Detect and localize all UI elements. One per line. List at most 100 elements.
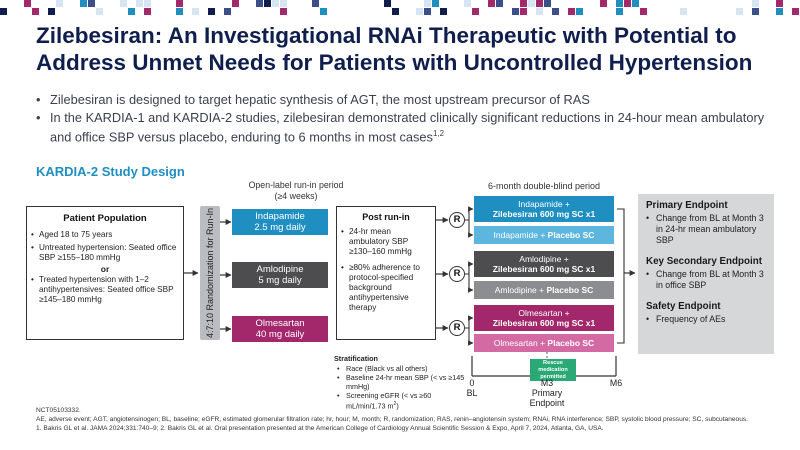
citation-sup: 1,2 xyxy=(432,129,445,138)
strat-item: Race (Black vs all others) xyxy=(334,364,469,373)
pixel-square xyxy=(776,0,783,7)
pixel-square xyxy=(144,8,151,15)
endpoint-item: Change from BL at Month 3 in office SBP xyxy=(646,269,766,291)
pixel-square xyxy=(224,0,231,7)
stratification-heading: Stratification xyxy=(334,354,378,363)
pixel-square xyxy=(280,0,287,7)
title-line-1: Zilebesiran: An Investigational RNAi The… xyxy=(36,23,737,48)
pixel-square xyxy=(752,8,759,15)
pixel-square xyxy=(216,8,223,15)
population-heading: Patient Population xyxy=(63,213,147,224)
pixel-square xyxy=(264,0,271,7)
pixel-square xyxy=(416,8,423,15)
endpoint-item: Frequency of AEs xyxy=(646,314,766,325)
pixel-square xyxy=(528,0,535,7)
bullet-item: Zilebesiran is designed to target hepati… xyxy=(36,92,776,108)
pixel-square xyxy=(736,8,743,15)
pixel-square xyxy=(544,0,551,7)
pixel-square xyxy=(192,8,199,15)
arm-amlodipine-placebo: Amlodipine + Placebo SC xyxy=(474,281,614,299)
criteria-item: Untreated hypertension: Seated office SB… xyxy=(27,243,183,263)
pixel-square xyxy=(616,0,623,7)
pixel-square xyxy=(744,8,751,15)
runin-drug-indapamide: Indapamide 2.5 mg daily xyxy=(232,209,328,235)
pixel-square xyxy=(616,8,623,15)
title-line-2: Address Unmet Needs for Patients with Un… xyxy=(36,50,753,75)
pixel-square xyxy=(208,8,215,15)
pixel-square xyxy=(56,0,63,7)
post-runin-heading: Post run-in xyxy=(362,212,410,222)
pixel-square xyxy=(432,0,439,7)
pixel-square xyxy=(488,0,495,7)
arm-indapamide-zilebesiran: Indapamide + Zilebesiran 600 mg SC x1 xyxy=(474,196,614,222)
rescue-medication-badge: Rescue medication permitted xyxy=(530,359,576,381)
pixel-square xyxy=(48,8,55,15)
endpoints-panel: Primary Endpoint Change from BL at Month… xyxy=(638,194,774,354)
pixel-square xyxy=(296,0,303,7)
pixel-square xyxy=(280,8,287,15)
timeline-baseline: 0 BL xyxy=(466,378,478,398)
pixel-square xyxy=(640,8,647,15)
bullet-item: In the KARDIA-1 and KARDIA-2 studies, zi… xyxy=(36,110,776,145)
pixel-square xyxy=(128,8,135,15)
pixel-square xyxy=(272,0,279,7)
pixel-square xyxy=(176,0,183,7)
slide-title: Zilebesiran: An Investigational RNAi The… xyxy=(36,22,776,76)
strat-item: Baseline 24-hr mean SBP (< vs ≥145 mmHg) xyxy=(334,373,469,391)
post-runin-criteria: 24-hr mean ambulatory SBP ≥130–160 mmHg … xyxy=(337,227,435,313)
pixel-square xyxy=(504,0,511,7)
pixel-square xyxy=(256,0,263,7)
randomization-node: R xyxy=(449,320,465,336)
pixel-square xyxy=(344,0,351,7)
endpoint-heading: Safety Endpoint xyxy=(646,301,721,312)
pixel-square xyxy=(80,0,87,7)
pixel-square xyxy=(312,8,319,15)
pixel-square xyxy=(512,8,519,15)
pixel-square xyxy=(24,0,31,7)
criteria-item: Aged 18 to 75 years xyxy=(27,230,183,240)
intro-bullets: Zilebesiran is designed to target hepati… xyxy=(36,92,776,147)
pixel-square xyxy=(600,0,607,7)
stratification-block: Stratification Race (Black vs all others… xyxy=(334,354,469,410)
pixel-square xyxy=(224,8,231,15)
post-runin-box: Post run-in 24-hr mean ambulatory SBP ≥1… xyxy=(336,206,436,340)
pixel-square xyxy=(424,8,431,15)
pixel-square xyxy=(496,0,503,7)
pixel-square xyxy=(176,8,183,15)
pixel-square xyxy=(680,8,687,15)
trial-id: NCT05103332. xyxy=(36,407,81,414)
pixel-square xyxy=(624,0,631,7)
pixel-square xyxy=(88,0,95,7)
pixel-square xyxy=(576,8,583,15)
pixel-square xyxy=(568,8,575,15)
pixel-square xyxy=(312,0,319,7)
population-criteria: Aged 18 to 75 years Untreated hypertensi… xyxy=(27,230,183,305)
pixel-square xyxy=(320,8,327,15)
pixel-square xyxy=(520,8,527,15)
pixel-square xyxy=(144,0,151,7)
pixel-square xyxy=(688,0,695,7)
pixel-square xyxy=(552,8,559,15)
timeline-month3: M3 Primary Endpoint xyxy=(529,378,565,408)
randomization-bar: 4:7:10 Randomization for Run-In xyxy=(200,206,220,340)
header-pixel-band xyxy=(0,0,799,15)
timeline-month6: M6 xyxy=(609,378,623,388)
randomization-node: R xyxy=(449,266,465,282)
footnotes: NCT05103332. AE, adverse event; AGT, ang… xyxy=(36,406,776,433)
pixel-square xyxy=(64,8,71,15)
endpoint-item: Change from BL at Month 3 in 24-hr mean … xyxy=(646,213,766,246)
runin-drug-olmesartan: Olmesartan 40 mg daily xyxy=(232,316,328,342)
randomization-label: 4:7:10 Randomization for Run-In xyxy=(205,207,215,339)
criteria-item: 24-hr mean ambulatory SBP ≥130–160 mmHg xyxy=(337,227,435,257)
abbreviations: AE, adverse event; AGT, angiotensinogen;… xyxy=(36,416,748,423)
pixel-square xyxy=(464,0,471,7)
pixel-square xyxy=(632,0,639,7)
pixel-square xyxy=(96,8,103,15)
pixel-square xyxy=(32,8,39,15)
pixel-square xyxy=(536,0,543,7)
references: 1. Bakris GL et al. JAMA 2024;331:740–9;… xyxy=(36,425,604,432)
pixel-square xyxy=(440,8,447,15)
runin-drug-amlodipine: Amlodipine 5 mg daily xyxy=(232,262,328,288)
arm-olmesartan-placebo: Olmesartan + Placebo SC xyxy=(474,334,614,352)
endpoint-heading: Primary Endpoint xyxy=(646,200,728,211)
